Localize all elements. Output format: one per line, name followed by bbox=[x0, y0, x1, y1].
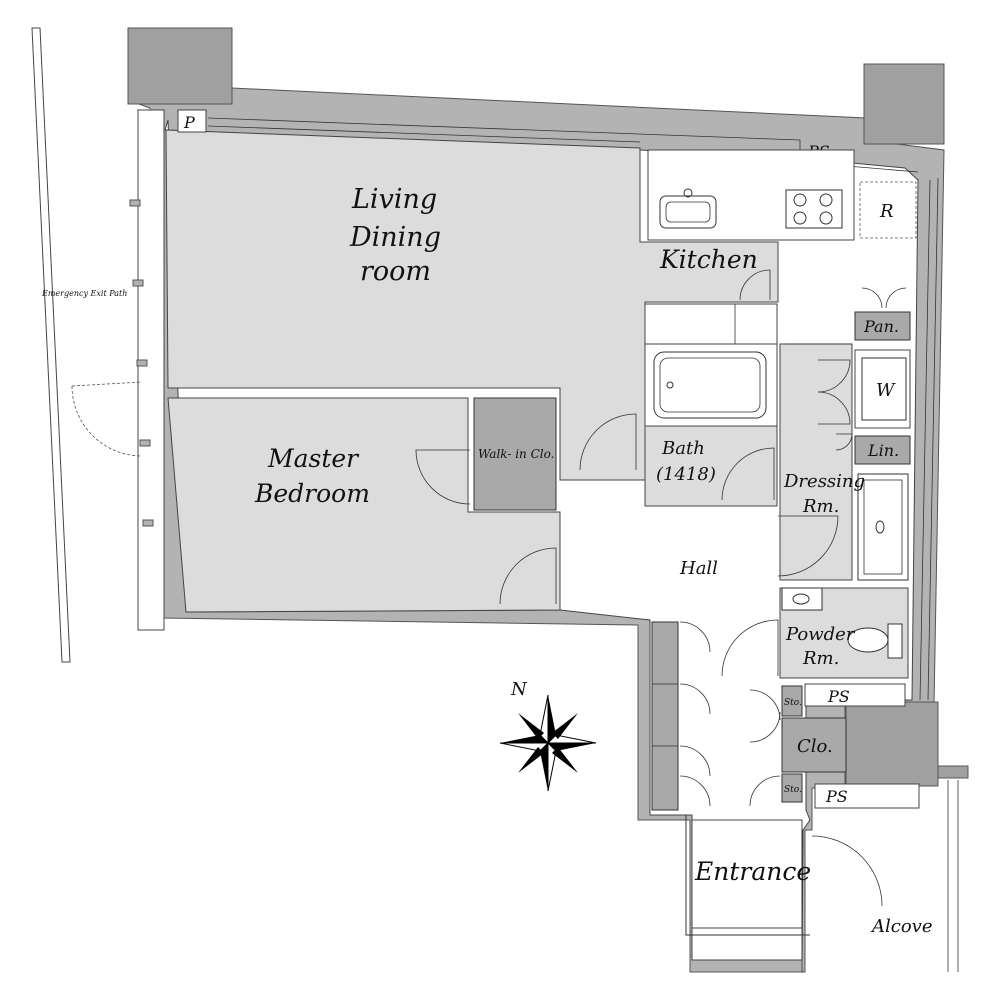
compass-north-icon bbox=[499, 694, 597, 792]
entrance-area bbox=[691, 819, 803, 929]
living-dining-room bbox=[165, 129, 779, 481]
pan-label: Pan. bbox=[863, 317, 899, 336]
entrance-closets: PS Sto. Clo. Sto. PS bbox=[781, 683, 920, 809]
stove-icon bbox=[785, 189, 843, 229]
dressing-label-2: Rm. bbox=[802, 496, 839, 517]
emergency-exit-path: Emergency Exit Path bbox=[31, 27, 127, 663]
column-bottom-right-ext bbox=[937, 765, 969, 779]
door-swings bbox=[71, 269, 907, 907]
powder-label-1: Powder bbox=[785, 624, 856, 645]
emergency-exit-label: Emergency Exit Path bbox=[41, 289, 127, 298]
kitchen-label: Kitchen bbox=[659, 245, 758, 274]
master-bedroom bbox=[167, 397, 561, 613]
ps-mid-label: PS bbox=[827, 687, 850, 706]
bathtub-icon bbox=[653, 351, 767, 419]
shoe-closets bbox=[651, 621, 679, 811]
column-top-left bbox=[127, 27, 233, 105]
powder-label-2: Rm. bbox=[802, 648, 839, 669]
dressing-label-1: Dressing bbox=[783, 471, 865, 492]
alcove-label: Alcove bbox=[870, 916, 933, 937]
living-label-2: Dining bbox=[349, 222, 441, 253]
walk-in-label: Walk- in Clo. bbox=[478, 447, 554, 461]
kitchen-counter: R bbox=[647, 149, 917, 241]
sto-1-label: Sto. bbox=[784, 698, 802, 708]
pantry bbox=[854, 311, 911, 341]
powder-room: Powder Rm. bbox=[779, 587, 909, 679]
lin-label: Lin. bbox=[867, 441, 899, 460]
sink-icon bbox=[659, 195, 717, 229]
living-label-1: Living bbox=[351, 184, 437, 215]
alcove bbox=[801, 177, 959, 972]
closet-clo bbox=[781, 717, 847, 773]
column-top-right bbox=[863, 63, 945, 145]
master-label-2: Bedroom bbox=[254, 479, 370, 508]
vanity-icon bbox=[857, 473, 909, 581]
ps-bottom-label: PS bbox=[825, 787, 848, 806]
left-window-mullions bbox=[129, 109, 165, 631]
bath-label-1: Bath bbox=[661, 438, 705, 459]
w-label: W bbox=[876, 380, 896, 401]
entrance-label: Entrance bbox=[694, 857, 811, 886]
walk-in-closet bbox=[473, 397, 557, 511]
sto-2-label: Sto. bbox=[784, 785, 802, 795]
living-label-3: room bbox=[360, 256, 431, 287]
column-bottom-right bbox=[845, 701, 939, 787]
master-label-1: Master bbox=[267, 444, 360, 473]
refrigerator bbox=[859, 181, 917, 239]
clo-label: Clo. bbox=[797, 736, 833, 757]
bathroom: Bath (1418) bbox=[644, 303, 778, 507]
linen bbox=[854, 435, 911, 465]
hall-label: Hall bbox=[679, 558, 718, 579]
north-label: N bbox=[510, 679, 528, 700]
r-label: R bbox=[879, 201, 894, 222]
utility-closets: Pan. W Lin. bbox=[854, 311, 911, 465]
bath-label-2: (1418) bbox=[656, 464, 716, 485]
p-label: P bbox=[183, 113, 195, 132]
pipe-space-p: P bbox=[177, 109, 207, 133]
